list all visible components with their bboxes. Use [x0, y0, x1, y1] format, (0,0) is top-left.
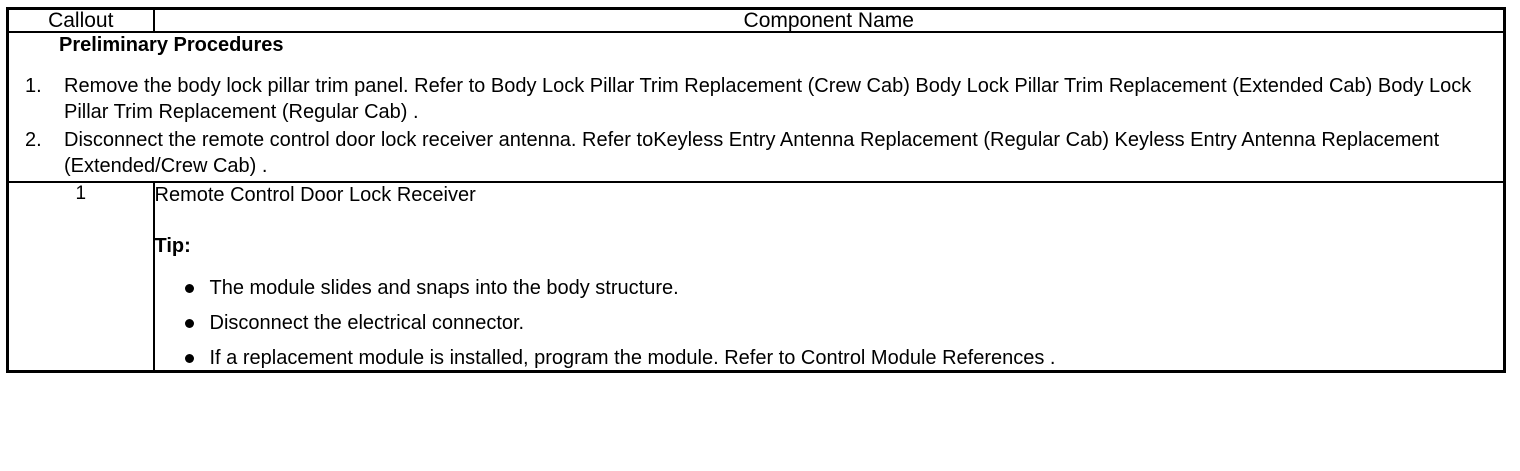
list-item: The module slides and snaps into the bod…: [155, 276, 1504, 300]
column-header-callout: Callout: [6, 7, 155, 33]
list-item: If a replacement module is installed, pr…: [155, 346, 1504, 370]
table-header-row: Callout Component Name: [6, 7, 1506, 33]
procedure-step-text: Disconnect the remote control door lock …: [64, 128, 1440, 178]
bullet-icon: [184, 318, 194, 328]
component-title: Remote Control Door Lock Receiver: [154, 183, 476, 206]
tip-label: Tip:: [154, 234, 191, 257]
bullet-icon: [184, 283, 194, 293]
component-callout-table: Callout Component Name Preliminary Proce…: [6, 7, 1506, 373]
preliminary-procedures-cell: Preliminary Procedures 1. Remove the bod…: [6, 31, 1506, 183]
table-row: 1 Remote Control Door Lock Receiver Tip:…: [6, 180, 1506, 373]
tip-text: If a replacement module is installed, pr…: [209, 346, 1056, 369]
procedure-step-text: Remove the body lock pillar trim panel. …: [64, 75, 1472, 124]
preliminary-procedures-list: 1. Remove the body lock pillar trim pane…: [9, 73, 1503, 180]
preliminary-procedures-row: Preliminary Procedures 1. Remove the bod…: [6, 31, 1506, 183]
procedure-step: 2. Disconnect the remote control door lo…: [9, 127, 1503, 180]
callout-number: 1: [6, 180, 155, 373]
tip-text: The module slides and snaps into the bod…: [209, 276, 679, 299]
tip-list: The module slides and snaps into the bod…: [155, 276, 1504, 370]
column-header-component-name: Component Name: [152, 7, 1506, 33]
procedure-step-number: 1.: [25, 75, 42, 97]
procedure-step-number: 2.: [25, 128, 42, 151]
service-procedure-page: Callout Component Name Preliminary Proce…: [0, 7, 1520, 471]
procedure-step: 1. Remove the body lock pillar trim pane…: [9, 73, 1503, 126]
list-item: Disconnect the electrical connector.: [155, 311, 1504, 335]
bullet-icon: [184, 353, 194, 363]
preliminary-procedures-heading: Preliminary Procedures: [59, 34, 284, 56]
tip-text: Disconnect the electrical connector.: [209, 311, 525, 334]
component-description-cell: Remote Control Door Lock Receiver Tip: T…: [152, 180, 1506, 373]
